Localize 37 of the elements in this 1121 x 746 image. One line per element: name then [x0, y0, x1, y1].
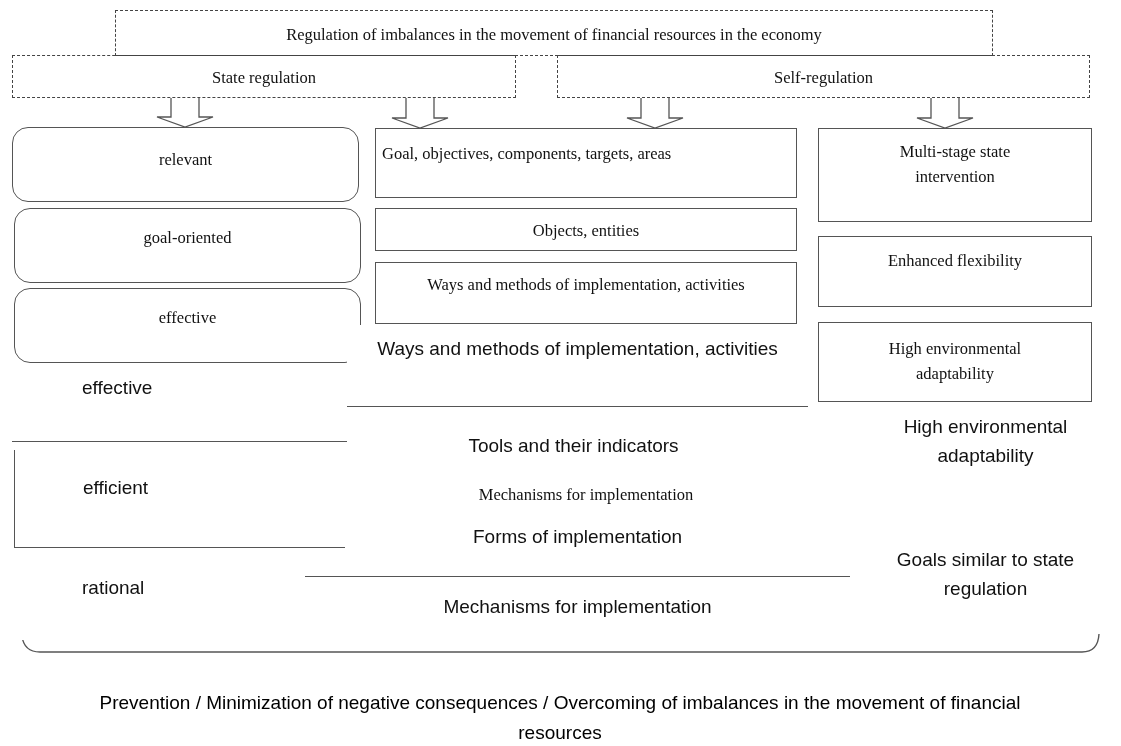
process-box	[818, 236, 1092, 307]
header-box	[557, 55, 1090, 98]
rounded-box	[14, 208, 361, 283]
node-label: Enhanced flexibility	[887, 250, 1023, 272]
node-label: goal-oriented	[143, 227, 232, 249]
block-arrow	[626, 97, 684, 129]
process-box	[375, 128, 797, 198]
node-label: Self-regulation	[774, 67, 873, 89]
node-label: Mechanisms for implementation	[443, 595, 712, 619]
process-box	[818, 128, 1092, 222]
process-box	[375, 208, 797, 251]
node-label: Multi-stage state intervention	[898, 141, 1012, 188]
node-label: Forms of implementation	[472, 525, 683, 549]
block-arrow	[156, 97, 214, 128]
node-label: Ways and methods of implementation, activities	[427, 274, 745, 296]
node-label: High environmental adaptability	[887, 338, 1023, 385]
node-label: rational	[82, 576, 145, 600]
node-label: State regulation	[212, 67, 316, 89]
block-arrow	[391, 97, 449, 129]
node-label: Regulation of imbalances in the movement of financial resources in the economy	[286, 24, 822, 46]
caption: Prevention / Minimization of negative consequences / Overcoming of imbalances in the movement of financial resources	[98, 691, 1022, 746]
node-label: relevant	[158, 149, 213, 171]
node-label: effective	[158, 307, 217, 329]
node-label: High environmental adaptability	[902, 415, 1069, 468]
node-label: Objects, entities	[532, 220, 640, 242]
process-box	[818, 322, 1092, 402]
node-label: Goals similar to state regulation	[895, 548, 1076, 601]
node-label: effective	[82, 376, 153, 400]
rounded-box	[12, 127, 359, 202]
process-box	[375, 262, 797, 324]
block-arrow	[916, 97, 974, 129]
node-label: Goal, objectives, components, targets, areas	[382, 143, 672, 165]
note-text: Mechanisms for implementation	[477, 485, 695, 505]
node-label: Ways and methods of implementation, activities	[377, 337, 778, 361]
header-box	[115, 10, 993, 56]
node-label: efficient	[83, 476, 149, 500]
node-label: Tools and their indicators	[468, 434, 679, 458]
